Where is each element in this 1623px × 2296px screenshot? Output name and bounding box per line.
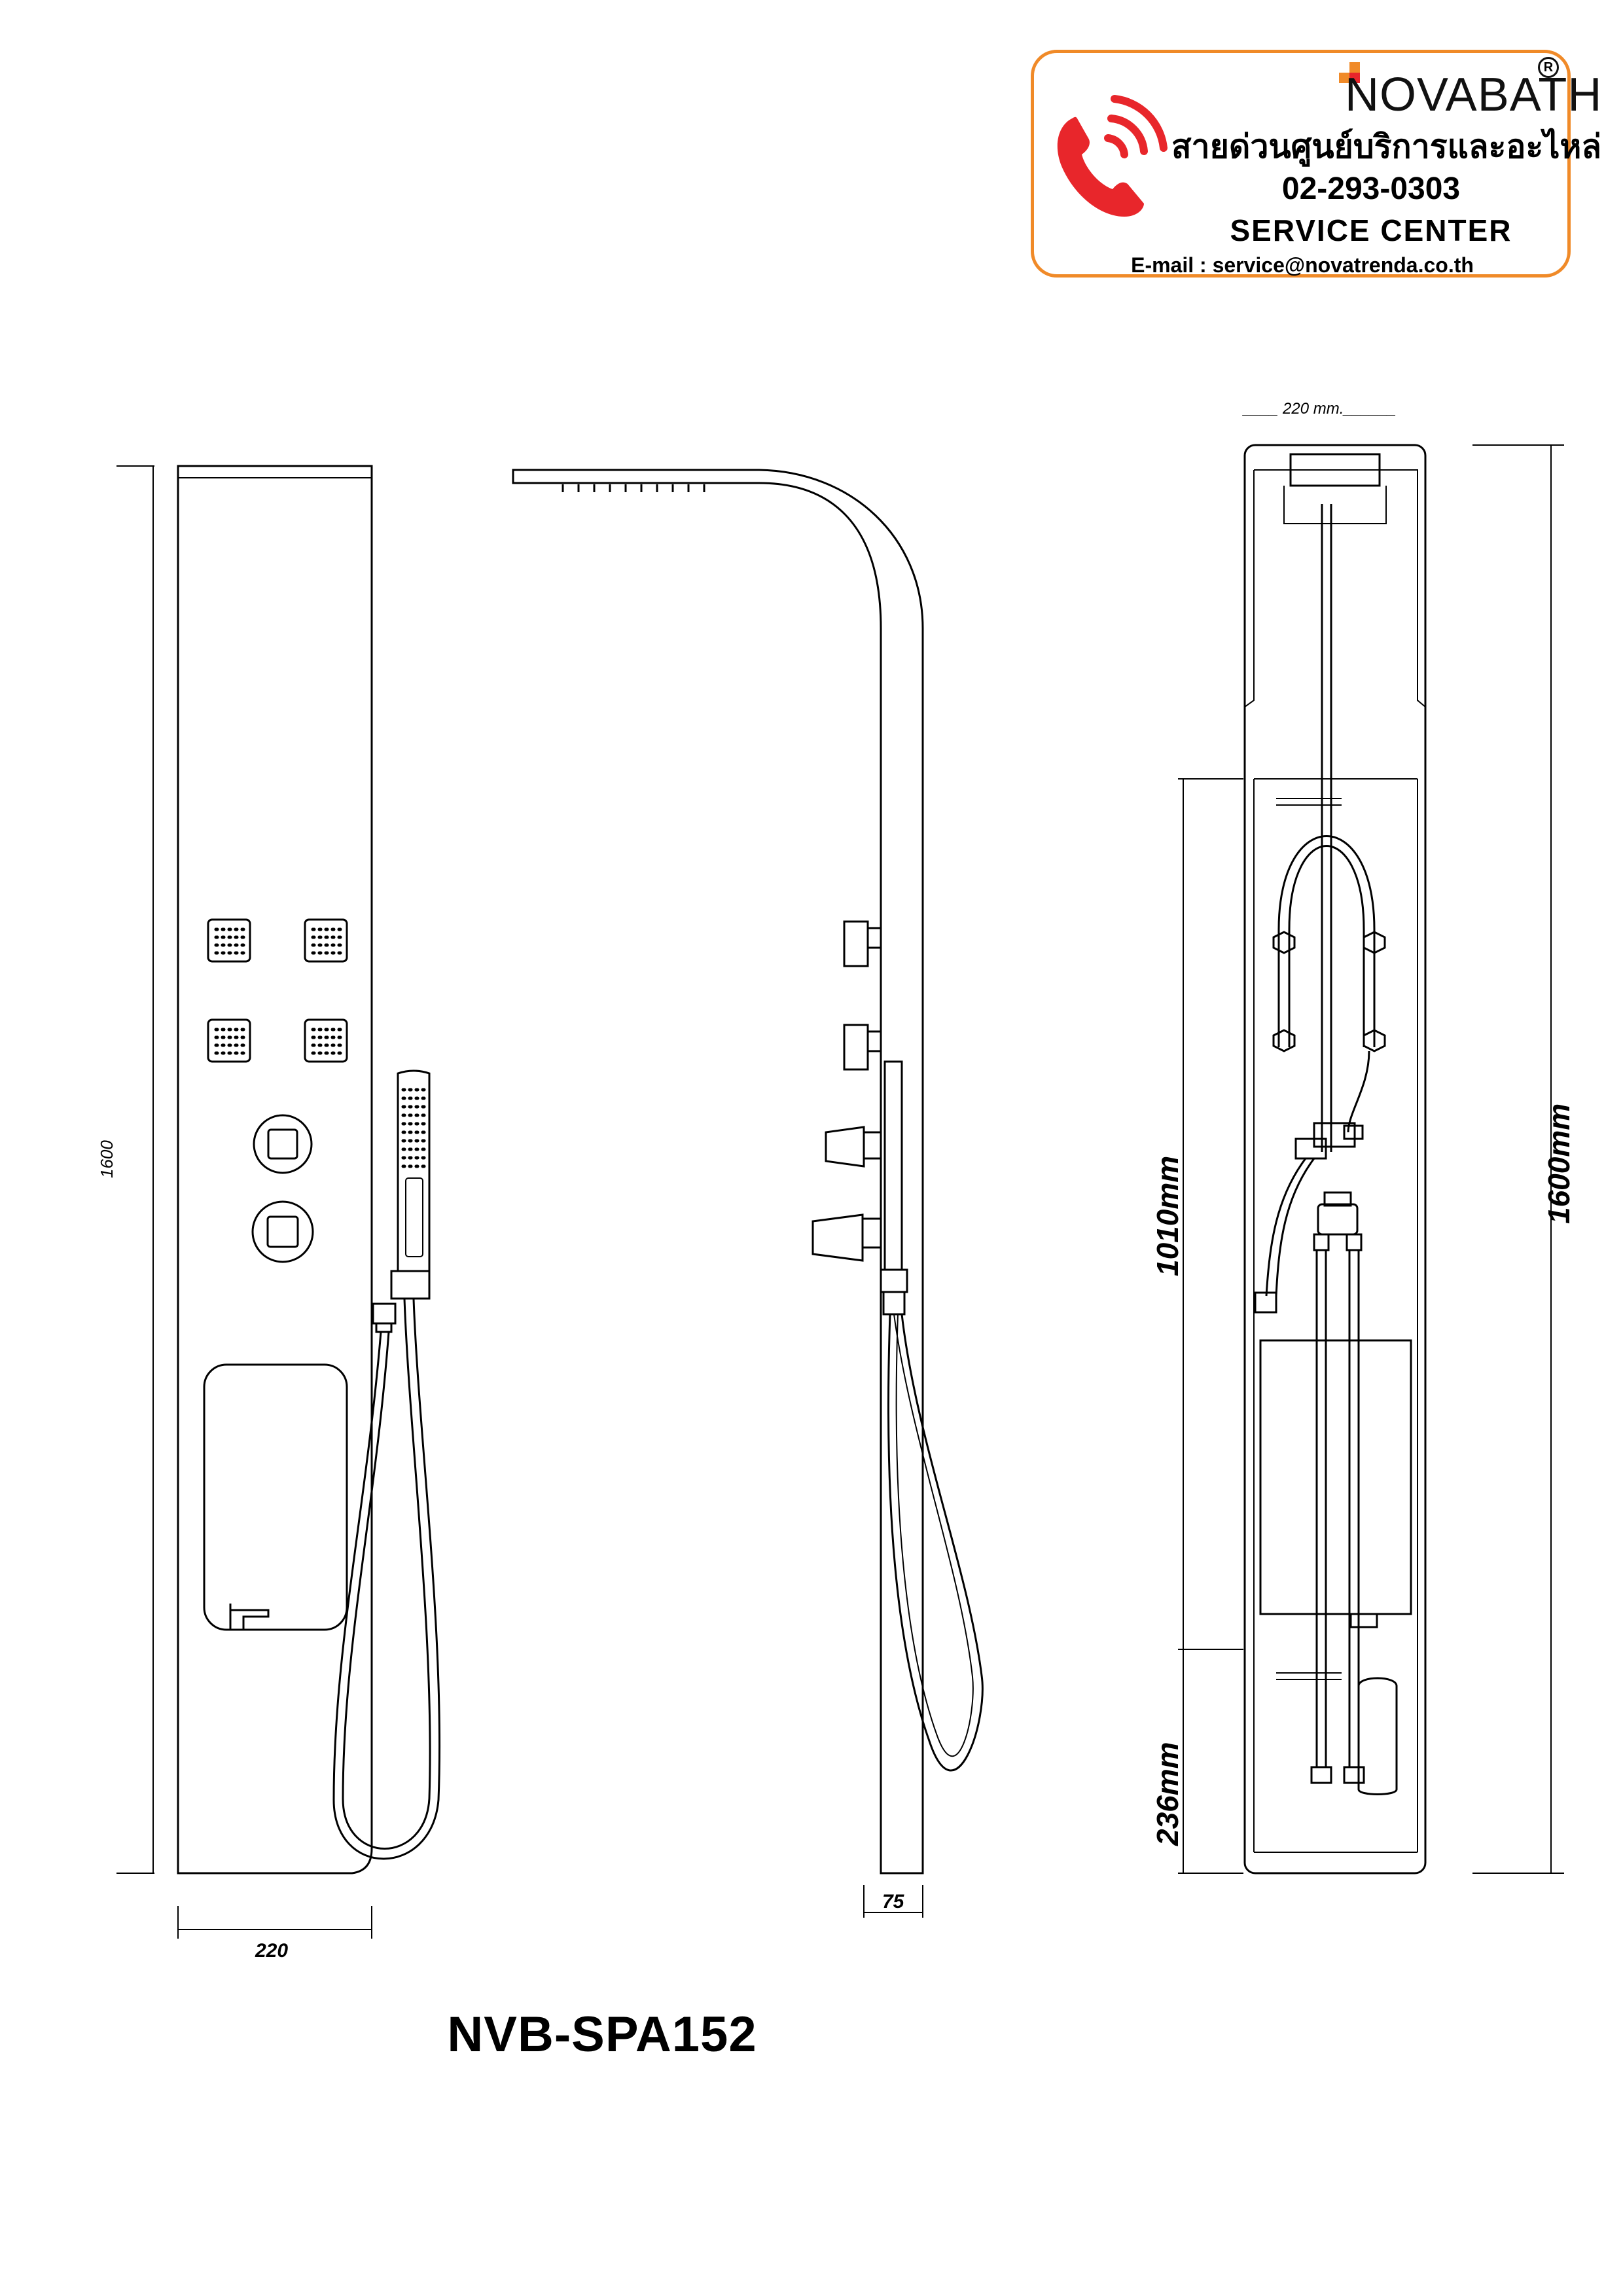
phone-ringing-icon <box>1057 95 1168 217</box>
front-width-label: 220 <box>255 1940 288 1962</box>
back-view: ____ 220 mm.______ <box>1150 400 1576 1874</box>
service-center-card: NOVABATH R สายด่วนศูนย์บริการและอะไหล่ 0… <box>1031 50 1601 278</box>
back-bottom-height-label: 236mm <box>1150 1742 1185 1846</box>
service-center-label: SERVICE CENTER <box>1230 213 1512 247</box>
back-bottom-height-dimension <box>1178 1649 1243 1874</box>
spout-window <box>203 1363 348 1631</box>
brand-name: NOVABATH <box>1345 71 1602 118</box>
side-view: 75 <box>512 469 984 1918</box>
brand-prefix: NOVA <box>1345 69 1478 121</box>
brand-suffix: BATH <box>1477 69 1603 121</box>
back-top-width-label: ____ 220 mm.______ <box>1242 400 1397 418</box>
email-text: E-mail : service@novatrenda.co.th <box>1131 253 1474 277</box>
model-number: NVB-SPA152 <box>447 2007 757 2062</box>
body-jet-icons <box>207 918 348 1063</box>
hotline-label: สายด่วนศูนย์บริการและอะไหล่ <box>1171 128 1601 165</box>
shower-hose <box>332 1299 441 1860</box>
phone-number: 02-293-0303 <box>1281 171 1461 206</box>
back-height-dimension <box>1472 444 1564 1874</box>
front-width-dimension <box>177 1906 372 1939</box>
front-height-label: 1600 <box>97 1140 116 1178</box>
back-mid-height-label: 1010mm <box>1150 1156 1185 1276</box>
registered-mark: R <box>1538 57 1559 78</box>
novabath-logo-icon <box>1335 58 1374 98</box>
side-depth-label: 75 <box>882 1891 905 1912</box>
hand-shower-icon <box>390 1069 431 1300</box>
front-view: 1600 220 <box>97 465 441 1962</box>
back-height-label: 1600mm <box>1542 1103 1576 1224</box>
control-knob-icons <box>251 1114 314 1263</box>
back-mid-height-dimension <box>1178 778 1243 1650</box>
side-depth-dimension <box>863 1885 923 1918</box>
front-height-dimension <box>116 465 154 1874</box>
